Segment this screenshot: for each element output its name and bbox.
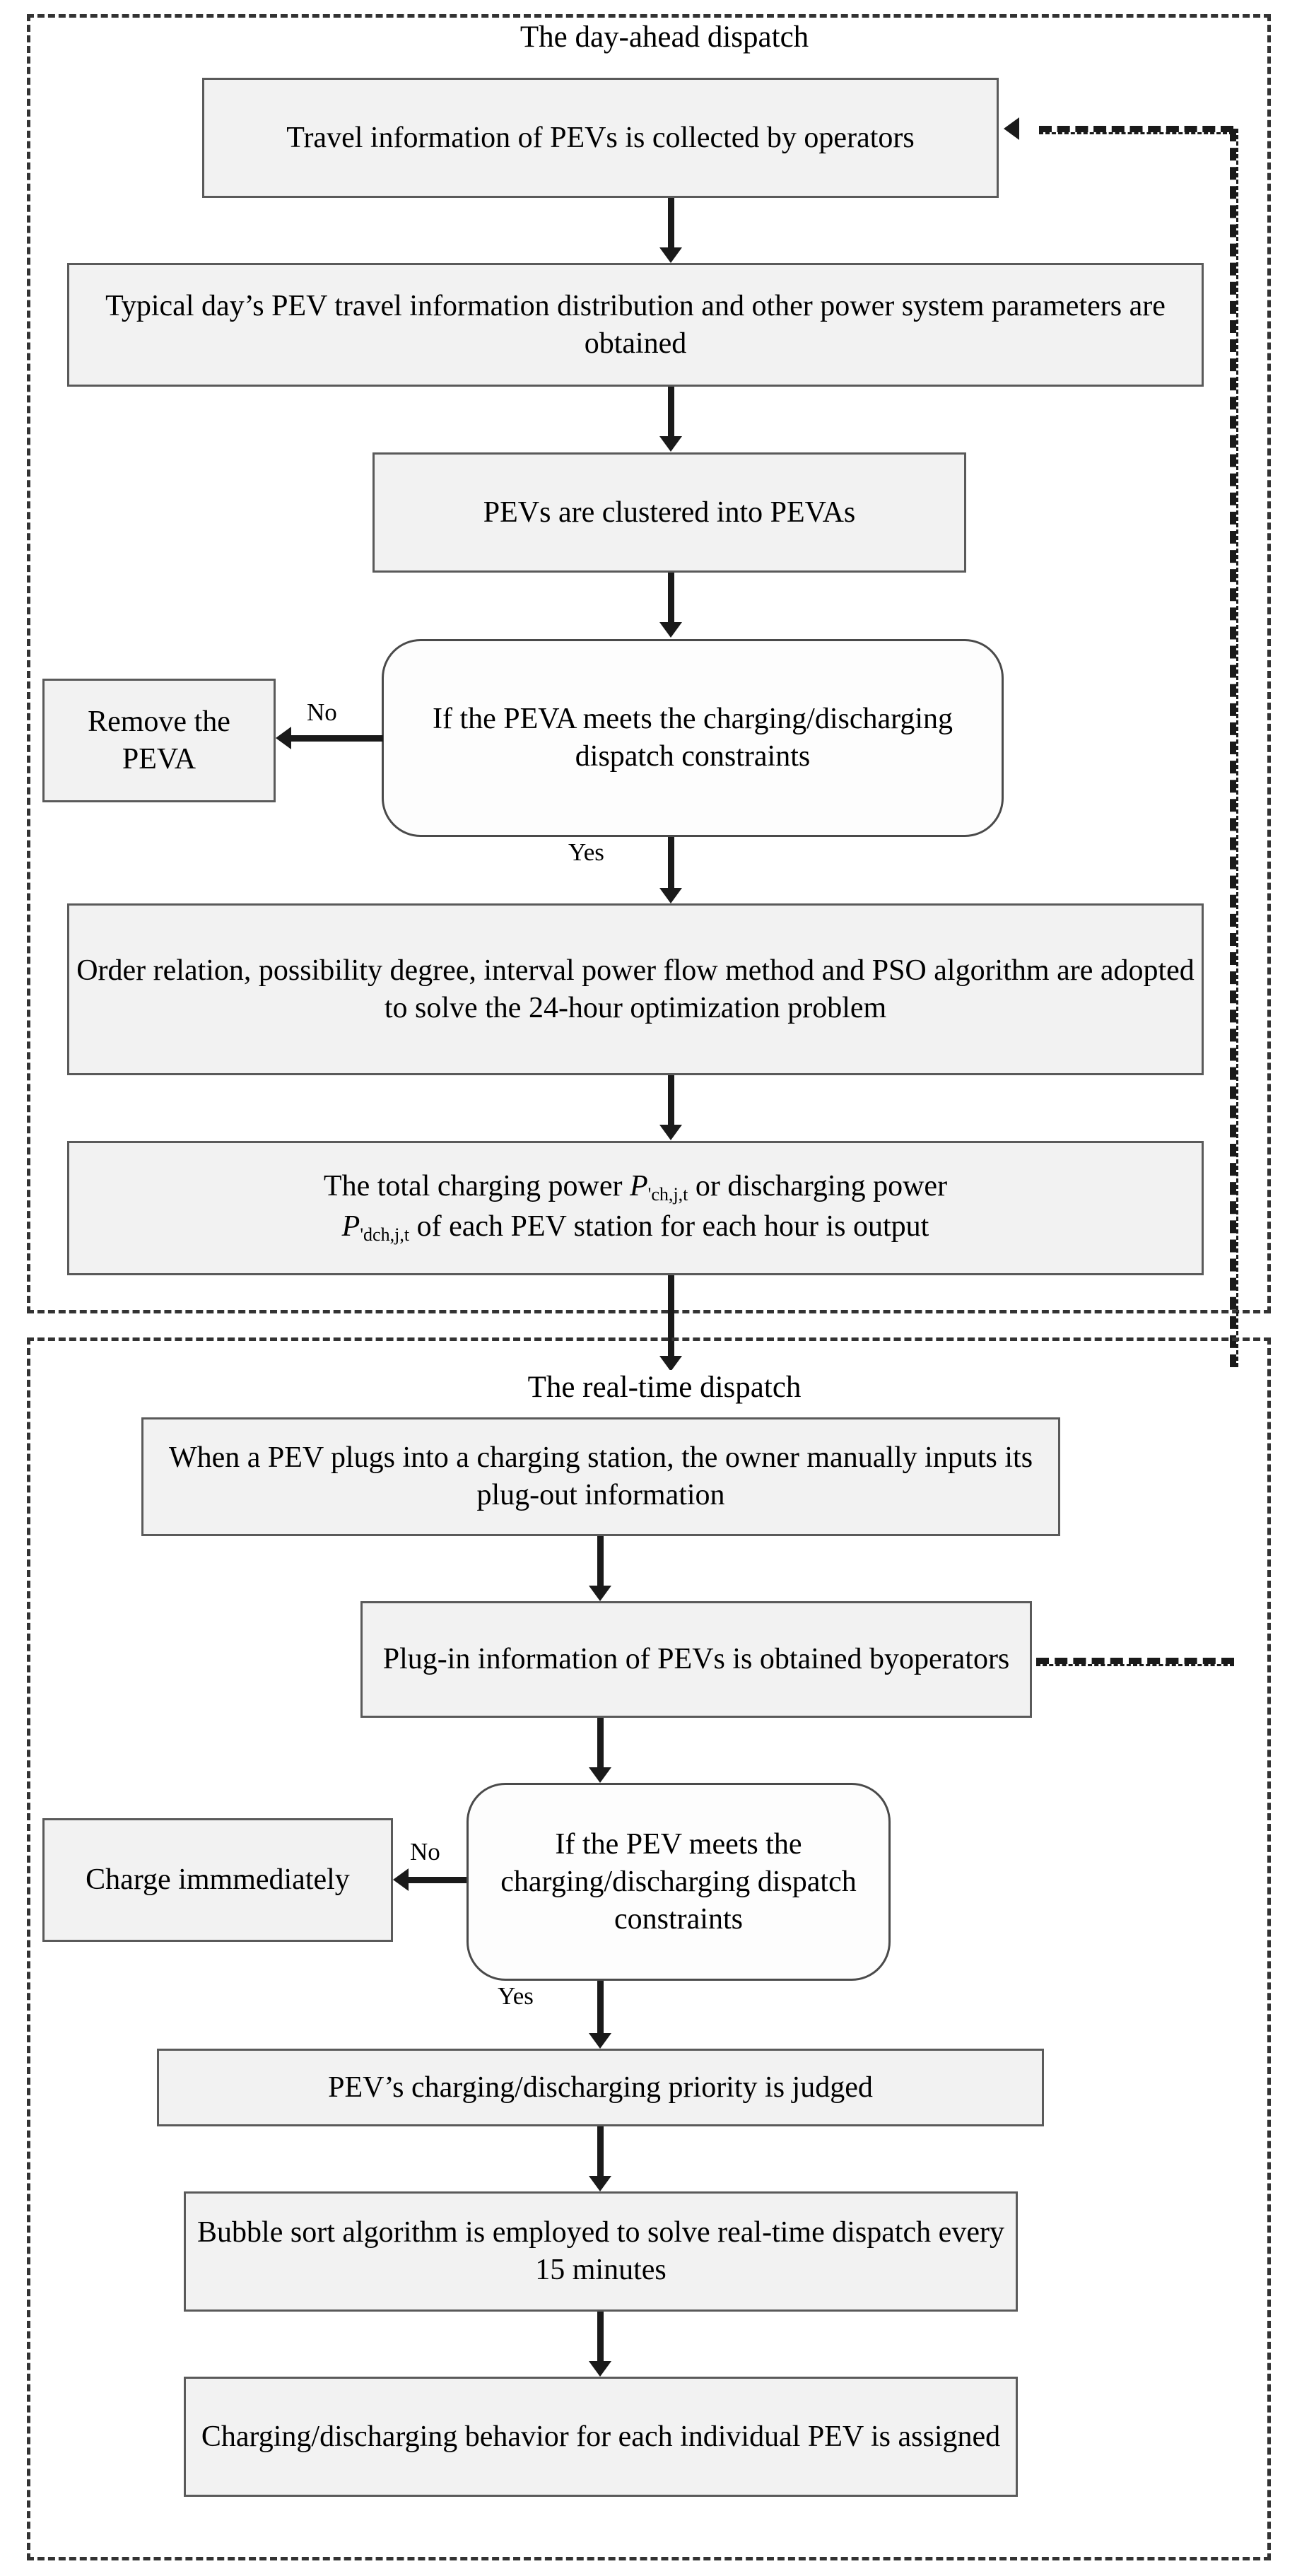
arrow-typical-to-cluster (668, 387, 674, 440)
node-assign-behavior: Charging/discharging behavior for each i… (184, 2377, 1018, 2497)
edge-label-no-real-time: No (407, 1838, 443, 1866)
node-assign-behavior-label: Charging/discharging behavior for each i… (201, 2420, 1001, 2453)
arrow-decision2-yes-line (597, 1981, 604, 2037)
output-text-b: or discharging power (688, 1170, 948, 1202)
arrow-bubble-to-assign-head (589, 2361, 611, 2377)
arrow-decision-yes-head (659, 888, 682, 903)
node-bubble-sort: Bubble sort algorithm is employed to sol… (184, 2191, 1018, 2312)
section-title-real-time: The real-time dispatch (424, 1370, 905, 1405)
edge-label-no-day-ahead: No (304, 698, 340, 727)
output-sub-2: 'dch,j,t (360, 1224, 410, 1245)
node-priority-judged-label: PEV’s charging/discharging priority is j… (328, 2071, 873, 2104)
node-optimization-method-label: Order relation, possibility degree, inte… (76, 954, 1195, 1024)
node-pevs-clustered-label: PEVs are clustered into PEVAs (483, 496, 856, 529)
output-text-a: The total charging power (323, 1170, 630, 1202)
arrow-decision2-yes-head (589, 2033, 611, 2049)
feedback-stub-real-time (1036, 1658, 1234, 1666)
feedback-line-vertical (1230, 129, 1238, 1367)
node-plug-in-information: Plug-in information of PEVs is obtained … (360, 1601, 1032, 1718)
arrow-cluster-to-decision-head (659, 622, 682, 638)
node-charge-immediately-label: Charge immmediately (86, 1863, 350, 1896)
node-typical-day-parameters-label: Typical day’s PEV travel information dis… (105, 289, 1166, 360)
arrow-section1-to-section2-head (659, 1356, 682, 1371)
arrow-decision-no-line (290, 735, 383, 742)
arrow-bubble-to-assign (597, 2312, 604, 2365)
output-text-c: of each PEV station for each hour is out… (409, 1210, 929, 1243)
arrow-typical-to-cluster-head (659, 436, 682, 452)
node-optimization-method: Order relation, possibility degree, inte… (67, 903, 1204, 1075)
node-travel-information: Travel information of PEVs is collected … (202, 78, 999, 198)
arrow-decision2-no-line (409, 1877, 466, 1883)
arrow-cluster-to-decision (668, 573, 674, 626)
node-output-power: The total charging power P'ch,j,t or dis… (67, 1141, 1204, 1275)
edge-label-yes-real-time: Yes (495, 1982, 536, 2010)
arrow-travel-to-typical-head (659, 247, 682, 263)
feedback-arrow-head (1004, 117, 1019, 140)
arrow-section1-to-section2 (668, 1275, 674, 1362)
node-decision-pev-constraints: If the PEV meets the charging/dischargin… (466, 1783, 891, 1981)
section-frame-real-time (27, 1337, 1271, 2560)
node-remove-peva-label: Remove the PEVA (88, 705, 230, 775)
output-sub-1: 'ch,j,t (647, 1183, 688, 1205)
arrow-optimize-to-output-head (659, 1125, 682, 1140)
feedback-line-horizontal-top (1039, 126, 1233, 134)
arrow-manual-to-pluginfo (597, 1536, 604, 1590)
arrow-pluginfo-to-decision (597, 1718, 604, 1772)
arrow-priority-to-bubble-head (589, 2176, 611, 2191)
node-bubble-sort-label: Bubble sort algorithm is employed to sol… (197, 2216, 1004, 2286)
node-plug-in-manual-input-label: When a PEV plugs into a charging station… (168, 1441, 1033, 1511)
arrow-travel-to-typical (668, 198, 674, 252)
arrow-optimize-to-output (668, 1075, 674, 1129)
section-title-day-ahead: The day-ahead dispatch (410, 20, 919, 55)
node-charge-immediately: Charge immmediately (42, 1818, 393, 1942)
output-symbol-p1: P (630, 1170, 648, 1202)
arrow-decision2-no-head (393, 1868, 409, 1891)
node-pevs-clustered: PEVs are clustered into PEVAs (372, 452, 966, 573)
node-plug-in-manual-input: When a PEV plugs into a charging station… (141, 1417, 1060, 1536)
node-typical-day-parameters: Typical day’s PEV travel information dis… (67, 263, 1204, 387)
arrow-decision-no-head (276, 727, 291, 749)
node-plug-in-information-label: Plug-in information of PEVs is obtained … (382, 1643, 1010, 1675)
section-frame-day-ahead (27, 14, 1271, 1313)
output-symbol-p2: P (341, 1210, 360, 1243)
node-decision-pev-constraints-label: If the PEV meets the charging/dischargin… (500, 1827, 857, 1936)
arrow-priority-to-bubble (597, 2126, 604, 2180)
arrow-decision-yes-line (668, 837, 674, 892)
node-decision-peva-constraints: If the PEVA meets the charging/dischargi… (382, 639, 1004, 837)
node-priority-judged: PEV’s charging/discharging priority is j… (157, 2049, 1044, 2126)
node-remove-peva: Remove the PEVA (42, 679, 276, 802)
arrow-manual-to-pluginfo-head (589, 1586, 611, 1601)
node-decision-peva-constraints-label: If the PEVA meets the charging/dischargi… (432, 703, 953, 773)
node-output-power-label: The total charging power P'ch,j,t or dis… (76, 1168, 1195, 1248)
edge-label-yes-day-ahead: Yes (565, 838, 607, 867)
arrow-pluginfo-to-decision-head (589, 1767, 611, 1783)
node-travel-information-label: Travel information of PEVs is collected … (286, 121, 915, 154)
